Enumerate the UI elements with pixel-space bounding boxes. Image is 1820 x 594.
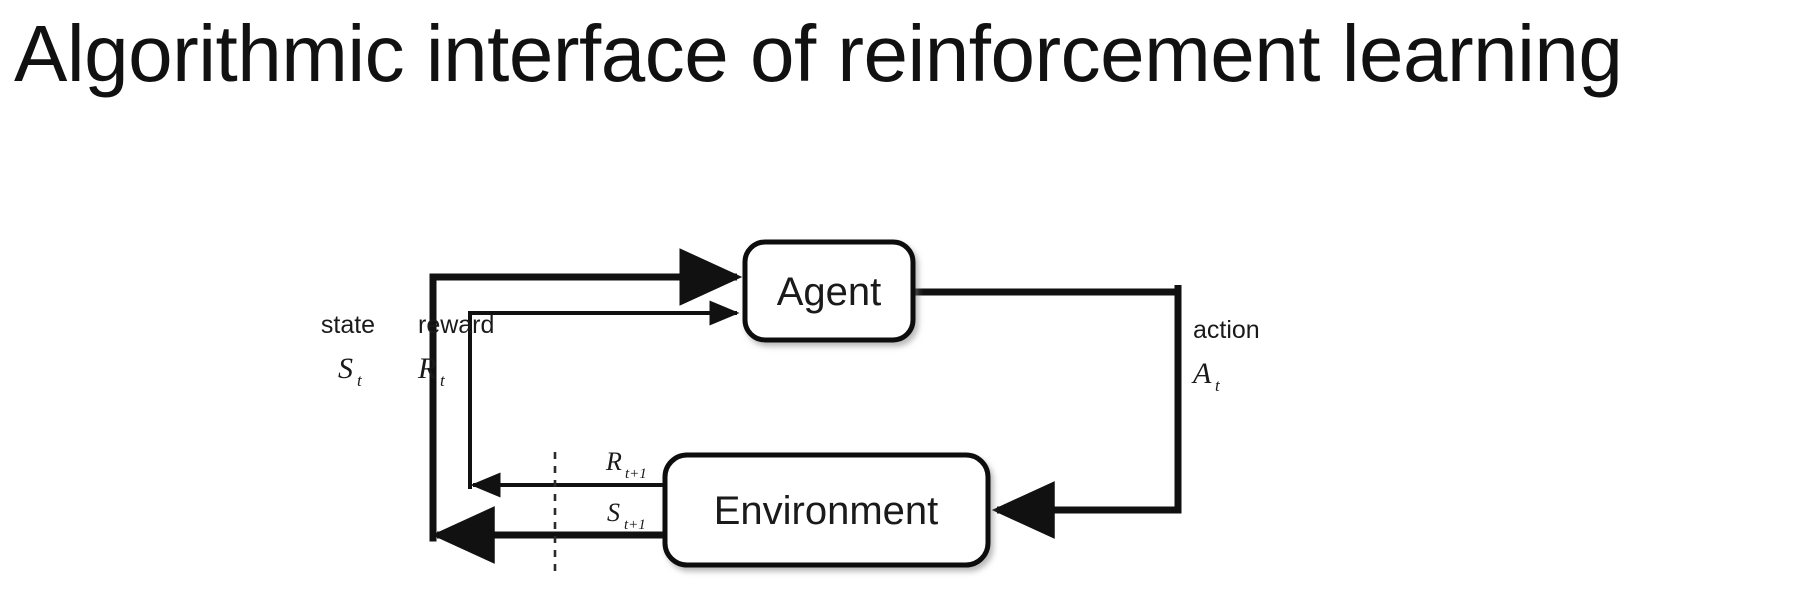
agent-node[interactable]: Agent xyxy=(742,239,916,343)
agent-box[interactable] xyxy=(742,239,916,343)
action-label: action xyxy=(1193,316,1260,344)
state-symbol-group: S t xyxy=(338,352,363,390)
action-symbol: A xyxy=(1191,357,1212,390)
environment-node[interactable]: Environment xyxy=(662,452,991,568)
state-label: state xyxy=(321,311,375,339)
action-edge xyxy=(908,285,1182,539)
environment-label: Environment xyxy=(714,489,939,533)
next-state-symbol: S xyxy=(607,498,620,527)
state-edge xyxy=(429,248,743,564)
next-reward-symbol: R xyxy=(605,447,622,476)
reward-symbol-group: R t xyxy=(417,352,446,390)
next-reward-symbol-group: R t+1 xyxy=(605,447,647,482)
page-title: Algorithmic interface of reinforcement l… xyxy=(14,9,1623,98)
action-symbol-group: A t xyxy=(1191,357,1221,395)
next-state-symbol-group: S t+1 xyxy=(607,498,646,533)
reward-symbol-subscript: t xyxy=(440,371,446,390)
state-symbol-subscript: t xyxy=(357,371,363,390)
reward-symbol: R xyxy=(417,352,436,385)
reward-edge xyxy=(468,300,740,498)
reward-label: reward xyxy=(418,311,494,339)
environment-box[interactable] xyxy=(662,452,991,568)
agent-label: Agent xyxy=(777,270,882,314)
state-symbol: S xyxy=(338,352,353,385)
next-reward-subscript: t+1 xyxy=(625,466,647,482)
action-symbol-subscript: t xyxy=(1215,376,1221,395)
next-state-subscript: t+1 xyxy=(624,517,646,533)
